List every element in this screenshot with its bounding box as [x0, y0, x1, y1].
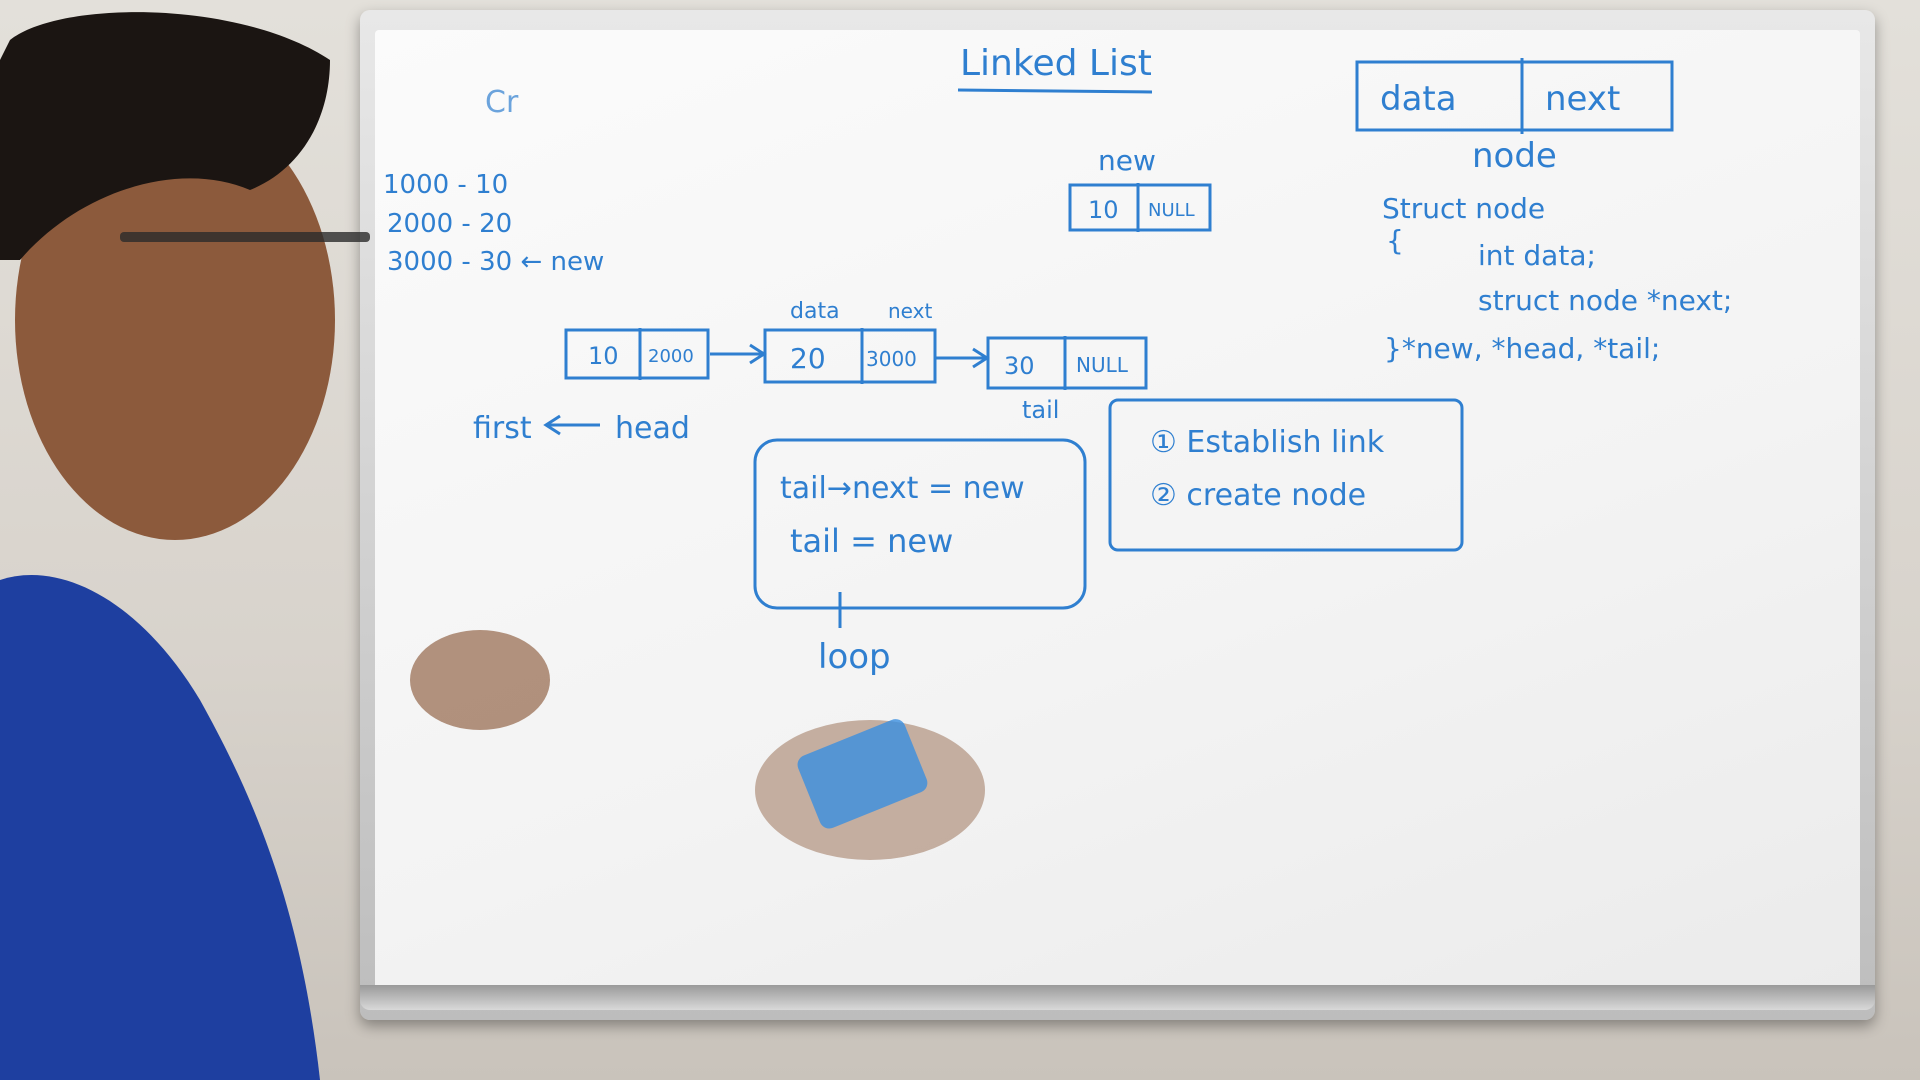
step-2: ② create node [1150, 478, 1366, 513]
code-box [753, 438, 1087, 610]
list-node-2-box [763, 328, 937, 384]
title-underline [957, 88, 1153, 94]
address-note-2: 2000 - 20 [387, 209, 512, 239]
steps-box [1108, 398, 1464, 552]
node-data-label: data [1380, 79, 1457, 119]
node-diagram-box [1355, 60, 1674, 132]
list-node-3-next: NULL [1076, 353, 1129, 377]
head-note-arrow-head [543, 414, 561, 436]
new-node-caption: new [1098, 144, 1156, 177]
list-node-2-data-tag: data [790, 299, 840, 324]
struct-line-1: Struct node [1382, 192, 1545, 225]
list-node-3-data: 30 [1004, 352, 1035, 380]
address-note-1: 1000 - 10 [383, 170, 508, 200]
list-node-3-caption: tail [1022, 396, 1059, 424]
whiteboard [375, 30, 1860, 990]
list-node-2-next: 3000 [866, 347, 917, 371]
board-title: Linked List [960, 43, 1152, 84]
head-note-left: first [473, 411, 532, 446]
code-line-1: tail→next = new [780, 471, 1025, 506]
list-node-3-box [986, 336, 1148, 390]
address-note-3: 3000 - 30 ← new [387, 247, 604, 277]
new-node-next: NULL [1148, 200, 1195, 221]
new-node-data: 10 [1088, 196, 1119, 224]
struct-line-3: int data; [1478, 239, 1596, 272]
eraser [797, 719, 928, 829]
whiteboard-tray [360, 985, 1875, 1010]
list-node-2-next-tag: next [888, 299, 932, 323]
node-next-label: next [1545, 79, 1620, 119]
list-node-1-data: 10 [588, 342, 619, 370]
list-node-2-data: 20 [790, 342, 826, 375]
list-node-1-next: 2000 [648, 346, 694, 367]
head-note-right: head [615, 411, 690, 446]
list-node-1-box [564, 328, 710, 380]
struct-line-5: }*new, *head, *tail; [1384, 332, 1660, 365]
corner-scribble: Cr [485, 85, 519, 120]
loop-label: loop [818, 637, 891, 677]
step-1: ① Establish link [1150, 425, 1385, 460]
struct-line-2: { [1386, 224, 1404, 257]
node-caption: node [1472, 136, 1557, 176]
struct-line-4: struct node *next; [1478, 284, 1732, 317]
new-node-box [1068, 183, 1212, 232]
code-line-2: tail = new [790, 522, 953, 560]
